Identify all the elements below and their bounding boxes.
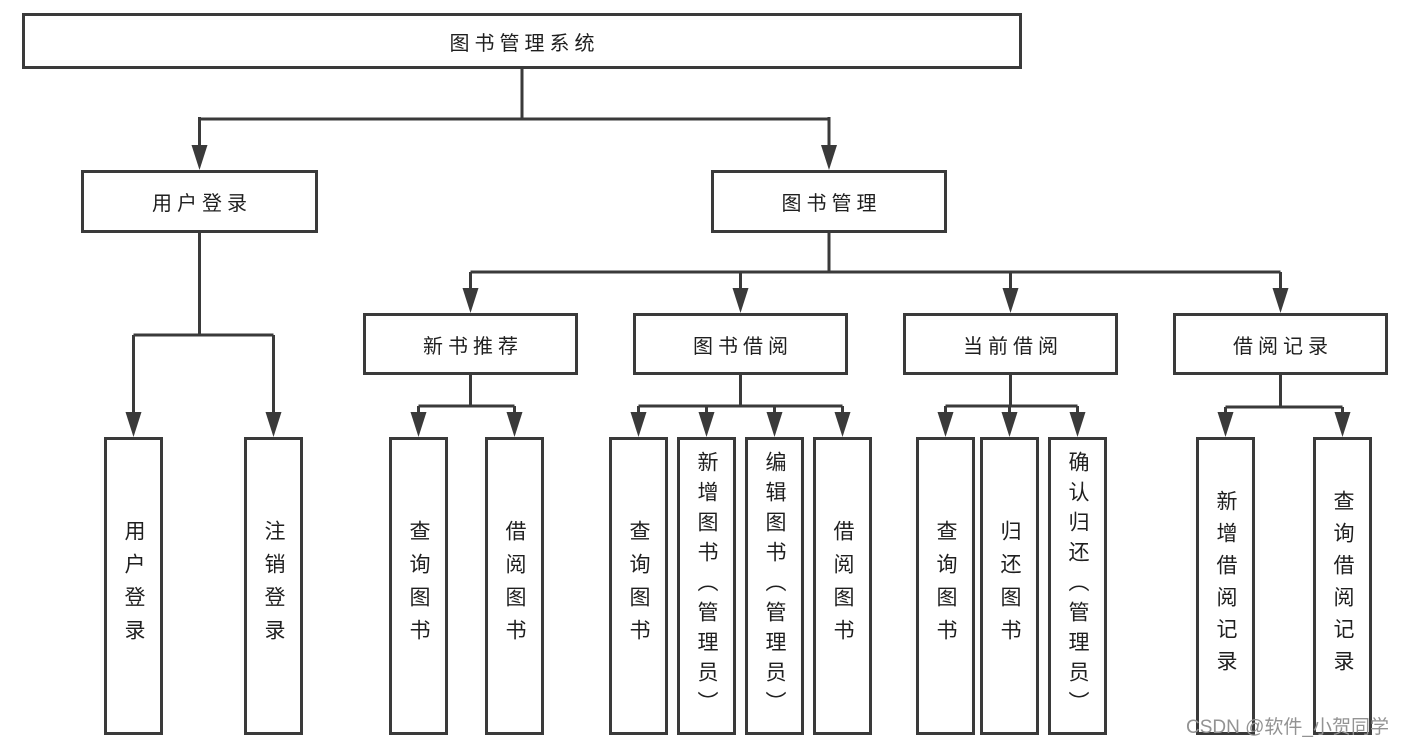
- arrow-down-icon: [630, 412, 647, 437]
- leaf-return-books: 归还图书: [980, 437, 1039, 735]
- leaf-label: 查询图书: [934, 520, 957, 652]
- arrow-down-icon: [191, 145, 208, 170]
- arrow-down-icon: [125, 412, 142, 437]
- arrow-down-icon: [506, 412, 523, 437]
- node-borrow-records: 借阅记录: [1173, 313, 1388, 375]
- node-label: 新书推荐: [423, 335, 523, 358]
- arrow-down-icon: [834, 412, 851, 437]
- arrow-down-icon: [732, 288, 749, 313]
- leaf-label: 借阅图书: [503, 520, 526, 652]
- arrow-down-icon: [1272, 288, 1289, 313]
- arrow-down-icon: [937, 412, 954, 437]
- leaf-label: 借阅图书: [831, 520, 854, 652]
- leaf-label: 注销登录: [262, 520, 285, 652]
- node-user-login: 用户登录: [81, 170, 318, 233]
- leaf-label: 查询图书: [627, 520, 650, 652]
- arrow-down-icon: [821, 145, 837, 170]
- leaf-logout: 注销登录: [244, 437, 303, 735]
- edge-book-management-to-level3: [462, 233, 1289, 313]
- leaf-label: 用户登录: [122, 520, 145, 652]
- leaf-borrow-books-borrowing: 借阅图书: [813, 437, 872, 735]
- leaf-label: 归还图书: [998, 520, 1021, 652]
- leaf-edit-book-admin: 编辑图书（管理员）: [745, 437, 804, 735]
- arrow-down-icon: [1334, 412, 1351, 437]
- node-label: 图书管理系统: [449, 32, 600, 55]
- node-label: 图书管理: [781, 193, 882, 215]
- node-current-borrowing: 当前借阅: [903, 313, 1118, 375]
- arrow-down-icon: [1069, 412, 1086, 437]
- arrow-down-icon: [1001, 412, 1018, 437]
- edge-root-to-level2: [191, 69, 837, 170]
- node-book-borrowing: 图书借阅: [633, 313, 848, 375]
- arrow-down-icon: [766, 412, 783, 437]
- node-new-book-recommend: 新书推荐: [363, 313, 578, 375]
- leaf-label: 查询图书: [407, 520, 430, 652]
- leaf-confirm-return-admin: 确认归还（管理员）: [1048, 437, 1107, 735]
- arrow-down-icon: [462, 288, 479, 313]
- edge-book-borrowing-to-leaves: [630, 375, 851, 437]
- arrow-down-icon: [410, 412, 427, 437]
- edge-user-login-to-leaves: [125, 233, 282, 437]
- node-label: 用户登录: [152, 193, 252, 215]
- leaf-query-books-recommend: 查询图书: [389, 437, 448, 735]
- node-library-management-system: 图书管理系统: [22, 13, 1022, 69]
- node-label: 借阅记录: [1233, 335, 1333, 358]
- leaf-label: 查询借阅记录: [1331, 490, 1354, 682]
- watermark: CSDN @软件_小贺同学: [1186, 717, 1389, 738]
- arrow-down-icon: [1002, 288, 1019, 313]
- leaf-add-book-admin: 新增图书（管理员）: [677, 437, 736, 735]
- leaf-query-borrow-record: 查询借阅记录: [1313, 437, 1372, 735]
- arrow-down-icon: [265, 412, 282, 437]
- edge-borrow-records-to-leaves: [1217, 375, 1351, 437]
- arrow-down-icon: [698, 412, 715, 437]
- node-label: 当前借阅: [963, 335, 1063, 358]
- leaf-query-books-current: 查询图书: [916, 437, 975, 735]
- leaf-query-books-borrowing: 查询图书: [609, 437, 668, 735]
- arrow-down-icon: [1217, 412, 1234, 437]
- leaf-borrow-books-recommend: 借阅图书: [485, 437, 544, 735]
- leaf-label: 新增图书（管理员）: [695, 451, 718, 721]
- edge-new-book-recommend-to-leaves: [410, 375, 523, 437]
- leaf-user-login: 用户登录: [104, 437, 163, 735]
- node-label: 图书借阅: [693, 335, 793, 358]
- node-book-management: 图书管理: [711, 170, 947, 233]
- edge-current-borrowing-to-leaves: [937, 375, 1086, 437]
- leaf-label: 编辑图书（管理员）: [763, 451, 786, 721]
- leaf-add-borrow-record: 新增借阅记录: [1196, 437, 1255, 735]
- leaf-label: 新增借阅记录: [1214, 490, 1237, 682]
- leaf-label: 确认归还（管理员）: [1066, 451, 1089, 721]
